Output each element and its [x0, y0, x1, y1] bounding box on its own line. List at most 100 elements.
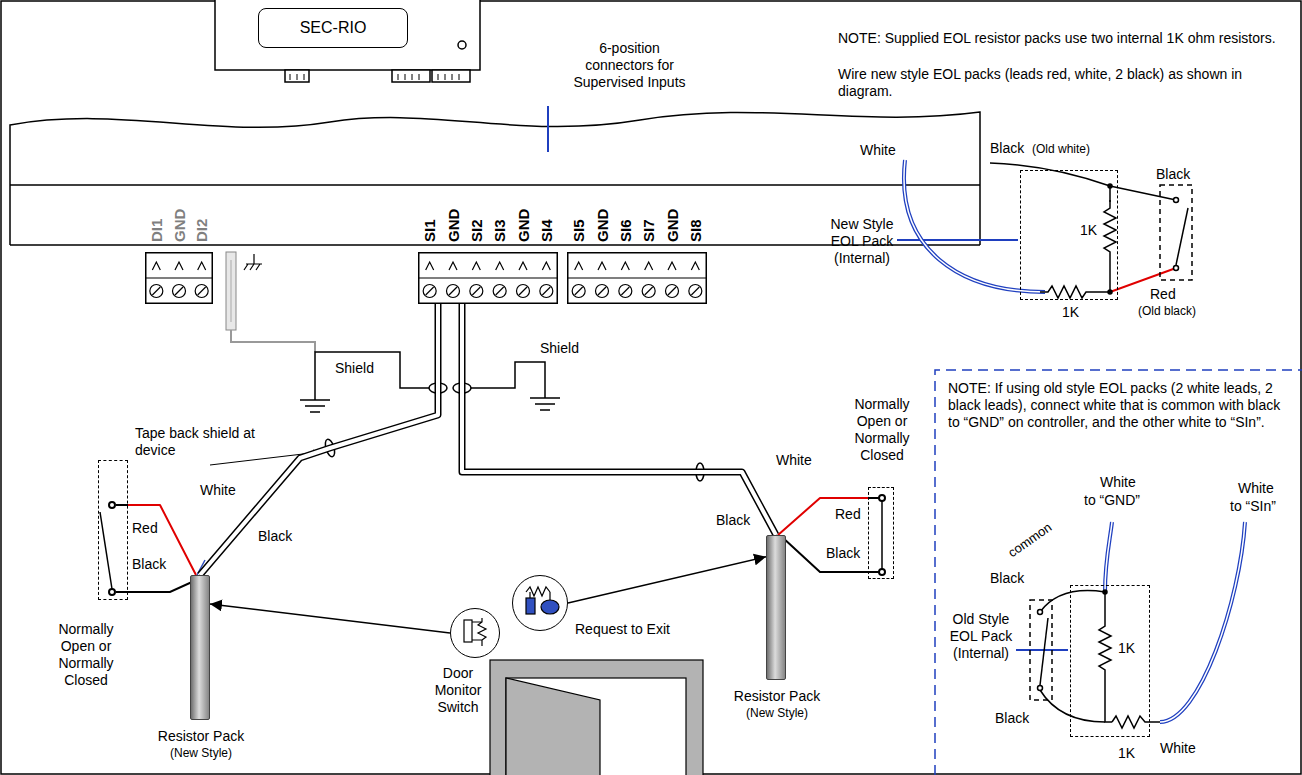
- connector-leader: [548, 106, 1068, 650]
- device-leads: [879, 495, 885, 501]
- terminal-screw: [519, 287, 527, 295]
- new-style-eol-schematic: [1104, 200, 1116, 292]
- text-holder: Shield: [540, 340, 579, 357]
- old-style-eol-schematic: [1038, 610, 1043, 615]
- terminal-contact: [575, 262, 583, 270]
- old-style-eol-schematic: [1160, 522, 1245, 722]
- eol-pack: Old Style EOL Pack (Internal): [1070, 585, 1150, 737]
- note: 6-position connectors for Supervised Inp…: [567, 40, 692, 91]
- text-holder: 1K: [1062, 304, 1079, 321]
- part-label: (New Style): [121, 746, 281, 761]
- old-style-eol-schematic: [1112, 716, 1160, 728]
- terminal-block-body: [567, 277, 707, 278]
- wire-label: (Old black): [1138, 304, 1196, 319]
- note: NOTE: If using old style EOL packs (2 wh…: [948, 380, 1293, 431]
- earth-wire: [231, 330, 315, 352]
- terminal-contact: [645, 262, 653, 270]
- pin-name: GND: [516, 209, 531, 242]
- controller-housing: [215, 0, 480, 82]
- old-style-eol-schematic: [1040, 618, 1048, 685]
- text-holder: Red: [835, 506, 861, 523]
- text-holder: White: [200, 482, 236, 499]
- text-holder: 6-position connectors for Supervised Inp…: [567, 40, 692, 91]
- new-style-eol-schematic: [1176, 208, 1188, 265]
- new-style-eol-schematic: [1160, 185, 1192, 280]
- new-style-eol-schematic: [904, 160, 1045, 292]
- callout-arrow: [210, 604, 450, 633]
- pin-name: GND: [172, 209, 187, 242]
- pin-name: SI5: [571, 219, 586, 242]
- terminal-screw: [596, 285, 609, 298]
- wire-label: 1K: [1118, 640, 1135, 657]
- text-holder: (New Style): [697, 706, 857, 721]
- door-monitor-icon: [464, 618, 486, 646]
- wire-label: 1K: [1118, 745, 1135, 762]
- text-holder: 1K: [1080, 222, 1097, 239]
- terminal-screw: [619, 285, 632, 298]
- old-style-eol-schematic: [1105, 522, 1112, 592]
- terminal-contact: [426, 262, 434, 270]
- text-holder: Tape back shield at device: [135, 425, 275, 459]
- door-monitor-icon: [472, 618, 486, 646]
- earth-wire: [226, 252, 236, 330]
- device-leads: [116, 505, 128, 592]
- door: [490, 660, 703, 775]
- note: NOTE: Supplied EOL resistor packs use tw…: [838, 30, 1288, 47]
- red-lead: [778, 498, 868, 535]
- terminal-screw: [195, 285, 208, 298]
- text-holder: (Old white): [1032, 142, 1090, 157]
- connector-leader: [897, 239, 1018, 241]
- pin-name: SI4: [539, 219, 554, 242]
- terminal-contact: [472, 262, 480, 270]
- text-holder: Resistor Pack: [121, 728, 281, 745]
- resistor-pack: Resistor Pack(New Style): [190, 575, 210, 720]
- connector-leader: [547, 106, 549, 152]
- text-holder: SI3: [492, 219, 507, 242]
- wire-label: Black: [258, 528, 292, 545]
- door-monitor-callout: Door Monitor Switch: [450, 608, 500, 658]
- text-holder: Normally Open or Normally Closed: [849, 396, 915, 464]
- part-label: Normally Open or Normally Closed: [849, 396, 915, 464]
- text-holder: (New Style): [121, 746, 281, 761]
- door: [506, 678, 686, 775]
- text-holder: GND: [172, 209, 187, 242]
- text-holder: Request to Exit: [575, 621, 670, 638]
- terminal-screw: [691, 287, 699, 295]
- device-name: SEC-RIO: [300, 18, 367, 38]
- old-style-eol-schematic: [1104, 592, 1106, 620]
- wire-label: Black: [990, 140, 1024, 157]
- request-to-exit-icon: [526, 598, 535, 614]
- old-style-eol-schematic: [935, 370, 1302, 775]
- door: [490, 660, 703, 775]
- part-label: Door Monitor Switch: [426, 665, 490, 716]
- terminal-contact: [519, 262, 527, 270]
- controller-housing: [290, 74, 459, 80]
- terminal-screw: [175, 287, 183, 295]
- text-holder: Normally Open or Normally Closed: [51, 621, 121, 689]
- terminal-block-body: [418, 252, 558, 304]
- earth-wire: [226, 252, 315, 352]
- terminal-contact: [691, 262, 699, 270]
- wire-label: 1K: [1062, 304, 1079, 321]
- terminal-screw: [493, 285, 506, 298]
- device-leads: [782, 537, 868, 572]
- shield-drain: [530, 398, 560, 410]
- old-style-eol-schematic: [1030, 600, 1052, 700]
- terminal-contact: [152, 262, 160, 270]
- text-holder: 1K: [1118, 640, 1135, 657]
- connector-leader: [1016, 649, 1068, 651]
- text-holder: Black: [995, 710, 1029, 727]
- wire-label: common: [1005, 519, 1055, 561]
- wire-label: Red: [1150, 286, 1176, 303]
- terminal-contact: [668, 262, 676, 270]
- new-style-eol-schematic: [1108, 290, 1112, 294]
- text-holder: Wire new style EOL packs (leads red, whi…: [838, 66, 1288, 100]
- text-holder: SI1: [422, 219, 437, 242]
- terminal-block-body: [145, 252, 213, 304]
- shield-drain: [471, 362, 545, 398]
- door-monitor-icon: [464, 620, 472, 642]
- terminal-contact: [621, 262, 629, 270]
- request-to-exit-callout: Request to Exit: [512, 575, 568, 631]
- terminal-block-body: [145, 277, 213, 278]
- terminal-contact: [449, 262, 457, 270]
